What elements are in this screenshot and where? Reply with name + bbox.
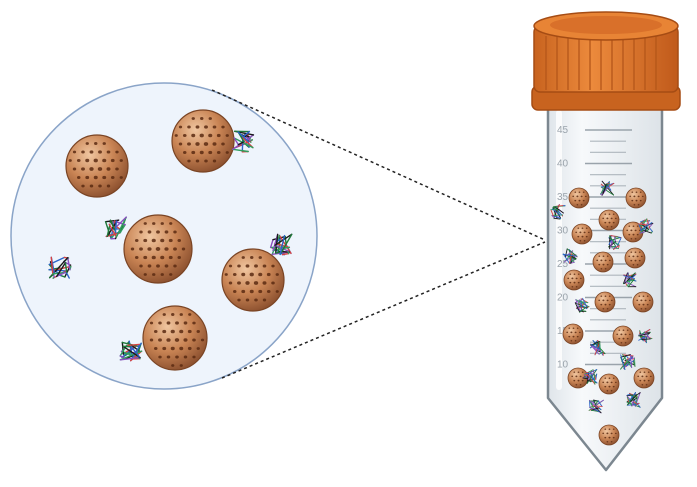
protein-molecule-icon (562, 248, 578, 264)
protein-molecule-icon (638, 218, 654, 234)
porous-bead-icon (142, 305, 208, 371)
graduation-label: 15 (557, 326, 569, 337)
protein-molecule-icon (48, 256, 72, 279)
protein-molecule-icon (119, 340, 143, 362)
protein-molecule-icon (638, 329, 653, 344)
zoom-line-top (211, 89, 546, 241)
protein-molecule-icon (550, 204, 566, 220)
porous-bead-icon (625, 187, 647, 209)
porous-bead-icon (563, 269, 585, 291)
porous-bead-icon (567, 367, 589, 389)
tube-highlight (556, 110, 562, 390)
porous-bead-icon (592, 251, 614, 273)
protein-molecule-icon (622, 272, 637, 288)
zoom-line-bottom (221, 241, 546, 379)
porous-bead-icon (571, 223, 593, 245)
tube-graduations: 45 40 35 30 25 20 15 10 (557, 125, 632, 371)
porous-bead-icon (632, 291, 654, 313)
magnified-contents (48, 109, 566, 371)
porous-bead-icon (171, 109, 235, 173)
graduation-label: 45 (557, 125, 569, 136)
protein-molecule-icon (608, 235, 622, 250)
porous-bead-icon (568, 187, 590, 209)
protein-molecule-icon (620, 354, 636, 370)
centrifuge-tube: 45 40 35 30 25 20 15 10 (546, 101, 664, 472)
protein-molecule-icon (588, 399, 604, 414)
porous-bead-icon (123, 214, 193, 284)
graduation-label: 40 (557, 159, 569, 170)
cap-ridges (545, 36, 657, 90)
porous-bead-icon (598, 209, 620, 231)
porous-bead-icon (598, 424, 620, 446)
protein-molecule-icon (590, 340, 606, 356)
tube-cap (531, 11, 681, 111)
porous-bead-icon (594, 291, 616, 313)
tube-contents (562, 180, 655, 446)
protein-molecule-icon (232, 130, 255, 153)
porous-bead-icon (612, 325, 634, 347)
porous-bead-icon (624, 247, 646, 269)
porous-bead-icon (562, 323, 584, 345)
porous-bead-icon (598, 373, 620, 395)
graduation-label: 30 (557, 226, 569, 237)
protein-molecule-icon (104, 216, 127, 240)
porous-bead-icon (633, 367, 655, 389)
protein-molecule-icon (269, 233, 293, 256)
graduation-label: 35 (557, 192, 569, 203)
cap-top-inner (550, 16, 662, 34)
porous-bead-icon (221, 248, 285, 312)
protein-molecule-icon (582, 369, 598, 385)
porous-bead-icon (65, 134, 129, 198)
graduation-label: 10 (557, 360, 569, 371)
protein-molecule-icon (600, 180, 615, 196)
graduation-label: 25 (557, 259, 569, 270)
protein-molecule-icon (626, 392, 641, 408)
graduation-label: 20 (557, 293, 569, 304)
protein-molecule-icon (574, 297, 590, 313)
